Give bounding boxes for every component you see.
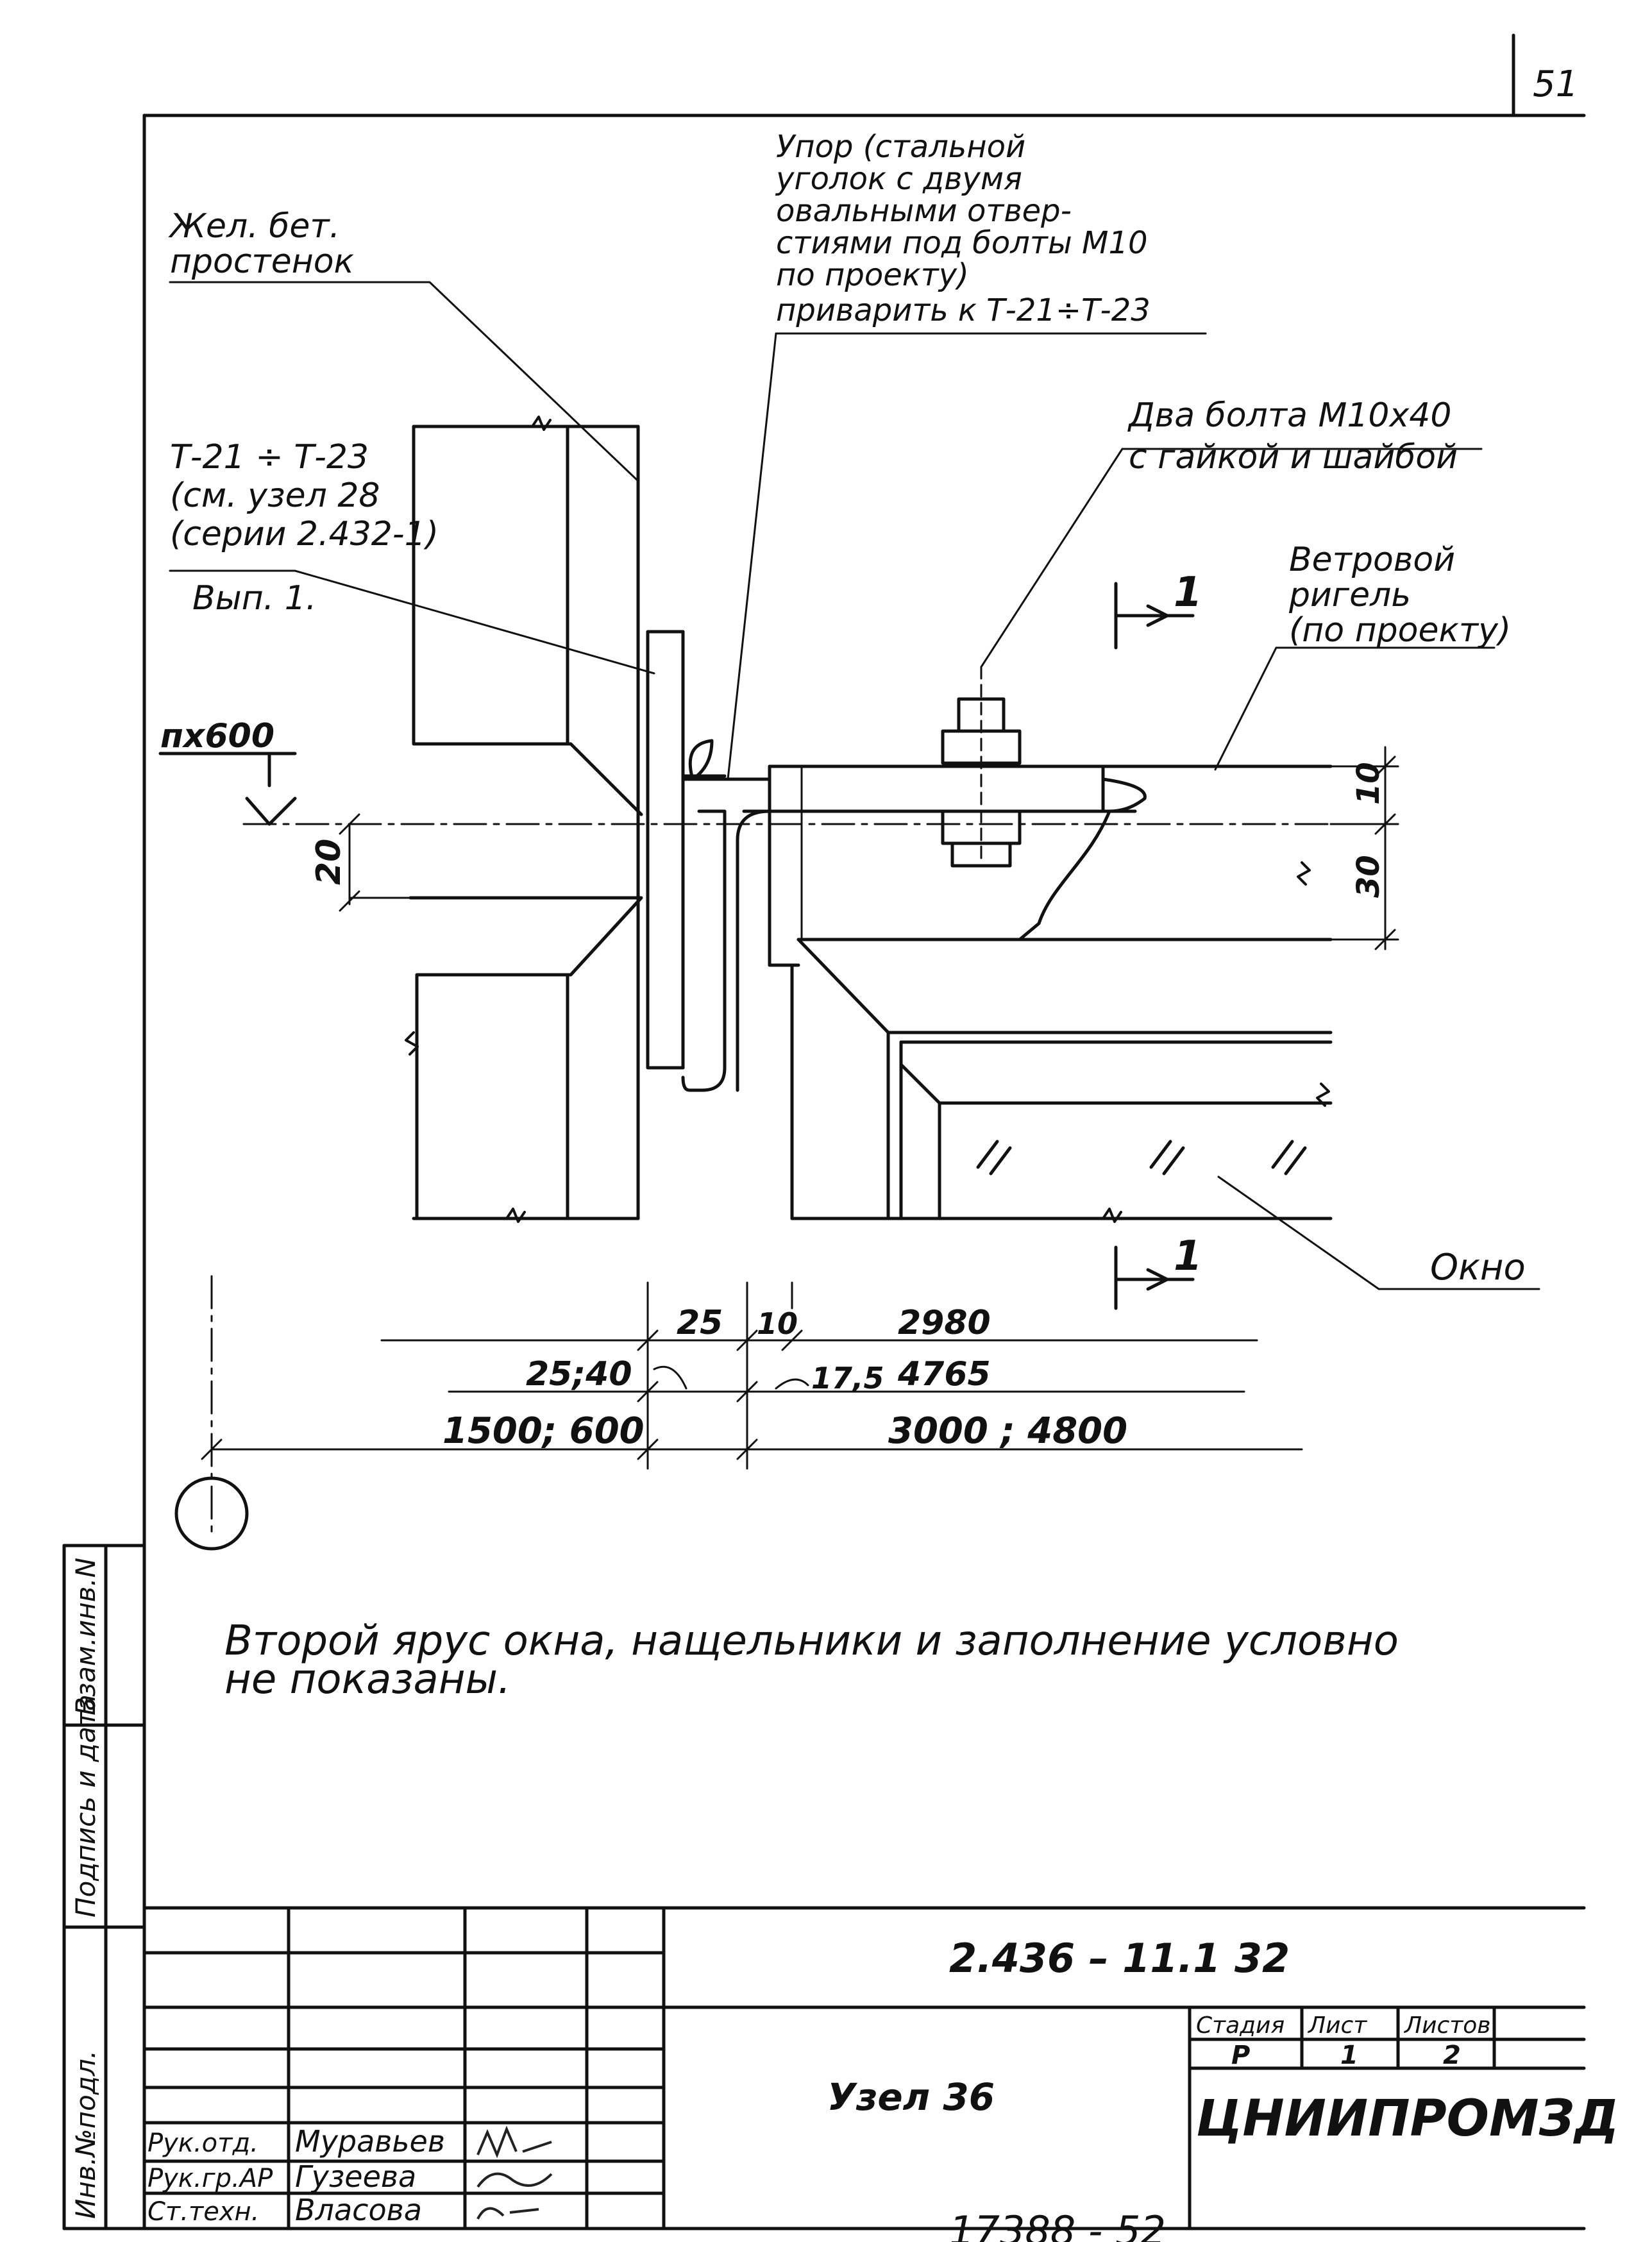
callout-stop-angle-line4: стиями под болты М10 [776, 225, 1148, 261]
callout-stop-angle: Упор (стальной уголок с двумя овальными … [775, 129, 1158, 328]
general-note-line1: Второй ярус окна, нащельники и заполнени… [224, 1617, 1399, 1665]
callout-stop-angle-line3: овальными отвер- [776, 193, 1072, 229]
side-stamp-replacement: Взам.инв.N [70, 1558, 101, 1715]
sheet-frame [142, 33, 1586, 2230]
callout-bolts: Два болта М10х40 с гайкой и шайбой [1127, 396, 1462, 476]
name-senior-tech: Власова [295, 2193, 422, 2227]
window-frame [790, 938, 1333, 1220]
stop-angle [681, 777, 771, 1092]
corner-page-number: 51 [1533, 63, 1578, 105]
dim-10: 10 [1351, 762, 1386, 805]
callout-wall-pier: Жел. бет. простенок [168, 207, 355, 281]
leader-lines [169, 281, 1540, 1290]
wind-girt [768, 764, 1333, 967]
callout-bolts-line1: Два болта М10х40 [1127, 396, 1451, 435]
callout-plate-ref: Т-21 ÷ Т-23 (см. узел 28 (серии 2.432-1)… [170, 438, 450, 618]
level-mark [158, 752, 297, 826]
callout-bolts-line2: с гайкой и шайбой [1129, 438, 1458, 476]
callout-plate-ref-line1: Т-21 ÷ Т-23 [170, 438, 369, 476]
embedded-plate [646, 630, 727, 1092]
callout-stop-angle-line5: по проекту) [776, 257, 969, 293]
node-title: Узел 36 [827, 2075, 995, 2119]
sheets-value: 2 [1443, 2041, 1461, 2070]
bolt [941, 666, 1022, 868]
callout-plate-ref-line3: (серии 2.432-1) [170, 515, 439, 553]
break-marks [405, 416, 1330, 1223]
axis-lines [210, 823, 1329, 1540]
dim-30: 30 [1351, 855, 1386, 898]
side-stamp [62, 1544, 146, 2230]
callout-stop-angle-line1: Упор (стальной [776, 129, 1025, 165]
general-note-line2: не показаны. [224, 1656, 510, 1703]
side-stamp-inventory: Инв.№подл. [70, 2050, 101, 2219]
title-block-grid [142, 1906, 1586, 2230]
sheets-header: Листов [1403, 2012, 1490, 2039]
callout-wind-girt-line1: Ветровой [1289, 541, 1455, 579]
dim-10-bottom: 10 [757, 1306, 798, 1341]
section-mark-top: 1 [1174, 569, 1202, 616]
callout-window: Окно [1430, 1247, 1526, 1288]
role-head-of-dept: Рук.отд. [148, 2128, 258, 2158]
callout-plate-ref-line4: Вып. 1. [192, 579, 316, 618]
sheet-header: Лист [1307, 2012, 1367, 2039]
callout-stop-angle-line6: приварить к Т-21÷Т-23 [776, 292, 1150, 328]
dim-25-40: 25;40 [526, 1355, 632, 1394]
name-group-lead: Гузеева [295, 2159, 416, 2194]
stage-value: Р [1231, 2041, 1250, 2070]
dim-1500-600: 1500; 600 [442, 1410, 645, 1452]
bottom-archive-number: 17388 - 52 [949, 2207, 1166, 2242]
callout-wall-pier-line2: простенок [170, 242, 355, 281]
dim-2980: 2980 [898, 1304, 991, 1342]
role-group-lead: Рук.гр.АР [148, 2164, 273, 2193]
axis-bubble [174, 1476, 249, 1551]
organization-name: ЦНИИПРОМЗД [1196, 2090, 1619, 2148]
callout-wind-girt: Ветровой ригель (по проекту) [1288, 541, 1511, 650]
dim-3000-4800: 3000 ; 4800 [888, 1410, 1127, 1452]
signatures [476, 2125, 553, 2220]
general-note: Второй ярус окна, нащельники и заполнени… [224, 1617, 1412, 1703]
callout-wind-girt-line2: ригель [1288, 576, 1411, 614]
callout-plate-ref-line2: (см. узел 28 [170, 476, 380, 515]
dim-25: 25 [677, 1304, 723, 1342]
stage-header: Стадия [1196, 2012, 1285, 2039]
side-stamp-signature: Подпись и дата [70, 1694, 101, 1917]
dim-4765: 4765 [897, 1355, 991, 1394]
document-number: 2.436 – 11.1 32 [949, 1935, 1290, 1982]
role-senior-tech: Ст.техн. [148, 2197, 259, 2227]
callout-wind-girt-line3: (по проекту) [1289, 611, 1511, 650]
sheet-value: 1 [1340, 2041, 1358, 2070]
section-marks [1114, 582, 1195, 1310]
dimension-lines [201, 746, 1399, 1470]
section-mark-bottom: 1 [1174, 1233, 1202, 1280]
level-label: пх600 [160, 717, 274, 755]
callout-wall-pier-line1: Жел. бет. [168, 207, 340, 246]
callout-stop-angle-line2: уголок с двумя [775, 161, 1022, 197]
dim-17-5: 17,5 [811, 1361, 884, 1395]
name-head-of-dept: Муравьев [295, 2124, 445, 2159]
dim-20: 20 [310, 839, 348, 885]
